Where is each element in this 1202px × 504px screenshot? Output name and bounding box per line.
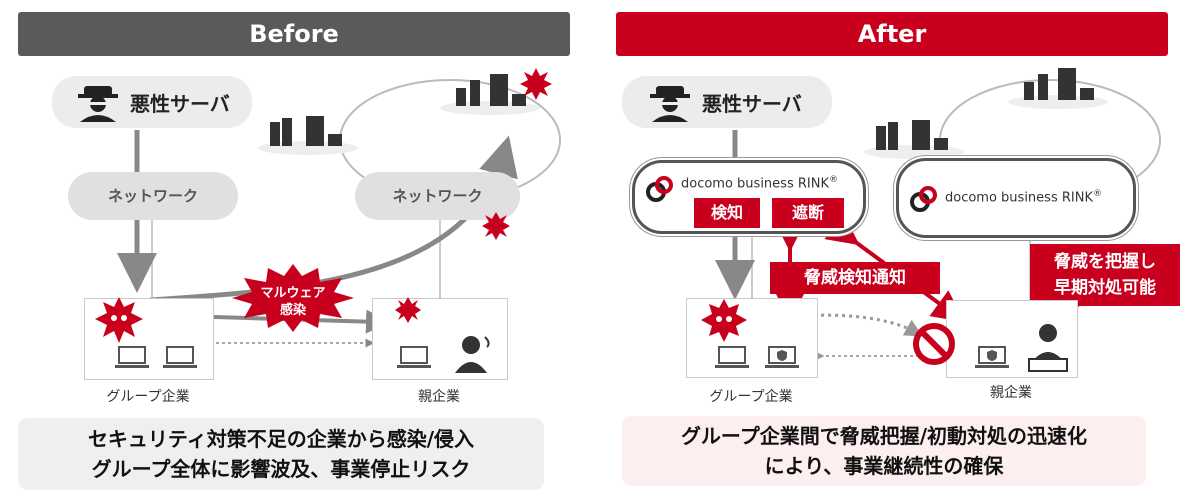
- laptop-icon: [715, 345, 749, 375]
- malicious-server-label: 悪性サーバ: [130, 92, 230, 116]
- block-prohibited-icon: [912, 322, 956, 370]
- before-summary-line1: セキュリティ対策不足の企業から感染/侵入: [87, 427, 475, 451]
- rink-box-right: docomo business RINK®: [896, 158, 1136, 238]
- before-group-label: グループ企業: [106, 389, 190, 405]
- worried-user-icon: [453, 333, 495, 377]
- detect-button: 検知: [694, 198, 760, 228]
- secured-laptop-icon: [975, 345, 1009, 375]
- before-group-box: [84, 297, 214, 380]
- before-header: Before: [18, 12, 570, 56]
- laptop-icon: [397, 345, 431, 375]
- malicious-server-label: 悪性サーバ: [702, 92, 802, 116]
- after-summary-line1: グループ企業間で脅威把握/初動対処の迅速化: [680, 424, 1088, 448]
- after-parent-label: 親企業: [990, 385, 1032, 401]
- rink-logo-icon: [645, 175, 675, 207]
- block-button: 遮断: [772, 198, 844, 228]
- malware-badge-line2: 感染: [279, 303, 306, 318]
- before-parent-label: 親企業: [418, 389, 460, 405]
- buildings-icon: [1008, 66, 1108, 114]
- after-summary-line2: により、事業継続性の確保: [764, 454, 1004, 478]
- callout-line1: 脅威を把握し: [1054, 252, 1156, 272]
- after-malicious-server: 悪性サーバ: [622, 76, 832, 128]
- after-header: After: [616, 12, 1168, 56]
- rink-left-label: docomo business RINK®: [681, 175, 838, 192]
- malware-burst-badge: マルウェア 感染: [232, 264, 354, 332]
- hacker-icon: [648, 82, 692, 126]
- after-parent-box: [946, 300, 1078, 378]
- before-summary-line2: グループ全体に影響波及、事業停止リスク: [91, 457, 471, 481]
- before-summary: セキュリティ対策不足の企業から感染/侵入 グループ全体に影響波及、事業停止リスク: [18, 418, 544, 490]
- before-network-right: ネットワーク: [355, 172, 520, 220]
- rink-logo-icon: [909, 185, 939, 217]
- threat-notify-label: 脅威検知通知: [770, 262, 940, 294]
- threat-callout: 脅威を把握し 早期対処可能: [1030, 244, 1180, 306]
- before-parent-box: [372, 297, 508, 380]
- buildings-icon: [440, 72, 540, 120]
- after-summary: グループ企業間で脅威把握/初動対処の迅速化 により、事業継続性の確保: [622, 416, 1146, 486]
- rink-box-left: docomo business RINK®: [632, 160, 866, 234]
- virus-icon: [520, 68, 552, 104]
- after-group-box: [686, 298, 818, 378]
- secured-laptop-icon: [765, 345, 799, 375]
- malware-infected-icon: [95, 297, 143, 349]
- laptop-icon: [115, 345, 149, 375]
- callout-line2: 早期対処可能: [1054, 278, 1156, 298]
- buildings-icon: [864, 116, 964, 164]
- virus-icon: [395, 297, 421, 327]
- hacker-icon: [76, 82, 120, 126]
- before-network-left: ネットワーク: [68, 172, 238, 220]
- user-at-laptop-icon: [1027, 323, 1069, 377]
- buildings-icon: [258, 112, 358, 160]
- virus-icon: [482, 212, 510, 244]
- laptop-icon: [163, 345, 197, 375]
- before-malicious-server: 悪性サーバ: [52, 76, 252, 128]
- after-group-label: グループ企業: [709, 389, 793, 405]
- rink-right-label: docomo business RINK®: [945, 189, 1102, 206]
- malware-badge-line1: マルウェア: [260, 286, 326, 301]
- malware-infected-icon: [701, 299, 747, 347]
